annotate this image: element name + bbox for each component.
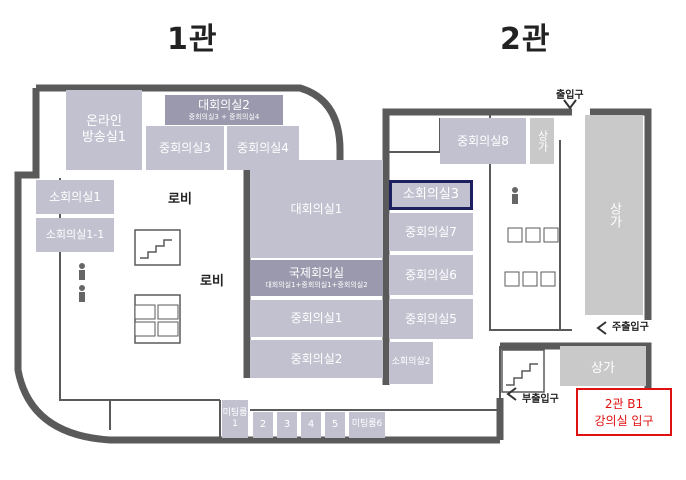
room-meeting3-label: 3 <box>283 418 291 430</box>
shop-c: 상가 <box>560 346 646 386</box>
room-mid1[interactable]: 중회의실1 <box>250 300 383 337</box>
room-online-studio-label: 온라인 방송실1 <box>81 113 127 145</box>
room-small1-1-label: 소회의실1-1 <box>45 228 105 242</box>
room-meeting5-label: 5 <box>331 418 339 430</box>
room-mid7[interactable]: 중회의실7 <box>389 213 473 251</box>
room-online-studio[interactable]: 온라인 방송실1 <box>66 90 142 170</box>
room-mid5-label: 중회의실5 <box>405 311 457 326</box>
room-small1-label: 소회의실1 <box>49 189 101 204</box>
room-meeting6-label: 미팅룸6 <box>351 419 383 430</box>
room-grand1[interactable]: 대회의실1 <box>250 160 383 258</box>
room-meeting1-label: 미팅룸 1 <box>222 407 248 429</box>
lecture-room-entrance-callout: 2관 B1 강의실 입구 <box>576 388 672 436</box>
room-grand1-label: 대회의실1 <box>290 201 343 216</box>
room-mid7-label: 중회의실7 <box>405 224 457 239</box>
room-meeting5[interactable]: 5 <box>325 412 345 438</box>
room-meeting1[interactable]: 미팅룸 1 <box>222 400 248 438</box>
room-meeting4[interactable]: 4 <box>301 412 321 438</box>
room-mid5[interactable]: 중회의실5 <box>389 299 473 339</box>
lobby-b-label: 로비 <box>200 274 224 289</box>
callout-line2: 강의실 입구 <box>594 414 654 428</box>
shop-b: 상가 <box>585 115 643 315</box>
shop-a: 상가 <box>530 118 554 164</box>
hall1-title: 1관 <box>167 22 218 57</box>
shop-b-label: 상가 <box>606 202 622 228</box>
room-meeting4-label: 4 <box>307 418 315 430</box>
room-mid1-label: 중회의실1 <box>290 311 343 325</box>
room-mid2-label: 중회의실2 <box>290 351 343 366</box>
room-small2[interactable]: 소회의실2 <box>389 342 433 384</box>
room-meeting2-label: 2 <box>259 418 267 430</box>
room-intl[interactable]: 국제회의실 대회의실1+중회의실1+중회의실2 <box>250 260 383 296</box>
room-mid6[interactable]: 중회의실6 <box>389 255 473 295</box>
room-meeting2[interactable]: 2 <box>253 412 273 438</box>
room-small3[interactable]: 소회의실3 <box>389 180 473 210</box>
room-intl-sub: 대회의실1+중회의실1+중회의실2 <box>265 281 368 290</box>
room-grand2[interactable]: 대회의실2 중회의실3 + 중회의실4 <box>165 95 283 125</box>
room-grand2-label: 대회의실2 <box>198 98 250 113</box>
exit-label: 출입구 <box>556 90 584 101</box>
callout-line1: 2관 B1 <box>604 397 644 411</box>
main-entrance-label: 주출입구 <box>612 322 649 333</box>
room-small1-1[interactable]: 소회의실1-1 <box>36 218 114 252</box>
room-mid4-label: 중회의실4 <box>237 140 289 155</box>
sub-entrance-label: 부출입구 <box>522 394 559 405</box>
shop-a-label: 상가 <box>536 130 549 152</box>
lobby-a-label: 로비 <box>168 192 192 207</box>
shop-c-label: 상가 <box>591 360 615 376</box>
hall2-title: 2관 <box>500 22 551 57</box>
room-mid2[interactable]: 중회의실2 <box>250 340 383 378</box>
room-mid8[interactable]: 중회의실8 <box>440 118 526 164</box>
room-meeting6[interactable]: 미팅룸6 <box>349 412 385 438</box>
room-mid8-label: 중회의실8 <box>457 133 509 148</box>
room-small3-label: 소회의실3 <box>402 186 460 202</box>
room-mid3-label: 중회의실3 <box>159 140 211 155</box>
room-mid6-label: 중회의실6 <box>405 267 457 282</box>
room-mid3[interactable]: 중회의실3 <box>146 126 224 170</box>
room-grand2-sub: 중회의실3 + 중회의실4 <box>188 113 260 122</box>
room-small1[interactable]: 소회의실1 <box>36 180 114 214</box>
room-small2-label: 소회의실2 <box>391 357 431 368</box>
room-meeting3[interactable]: 3 <box>277 412 297 438</box>
room-intl-label: 국제회의실 <box>288 266 345 281</box>
